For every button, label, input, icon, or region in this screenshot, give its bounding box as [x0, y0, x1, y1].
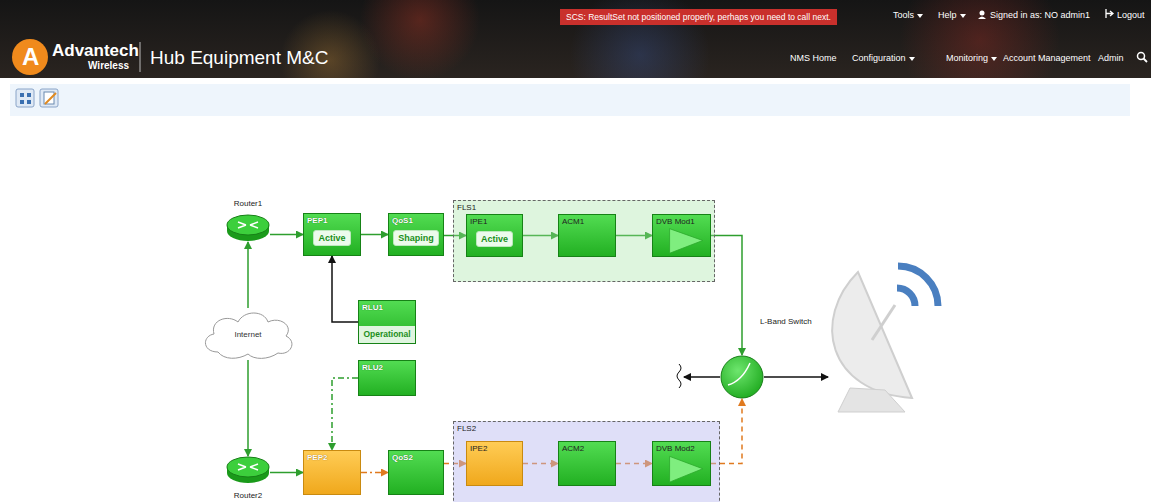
process-box: QoS2 — [388, 450, 444, 495]
modulator-box: DVB Mod1 — [652, 214, 711, 257]
nav-item: Admin — [1098, 53, 1124, 63]
menu-item: Help — [938, 10, 966, 20]
router-node: Router2 — [226, 456, 270, 484]
signal-arrow — [684, 376, 720, 378]
satellite-dish — [832, 266, 938, 412]
termination-symbol — [677, 364, 681, 388]
connector — [247, 242, 249, 308]
node-title: IPE2 — [467, 442, 522, 455]
toolbar-button — [40, 89, 58, 107]
node-title: DVB Mod2 — [653, 442, 710, 455]
node-label: Router1 — [234, 199, 262, 208]
toolbar-icon — [20, 93, 24, 97]
signal-arrow — [764, 376, 828, 378]
process-box: ACM1 — [558, 214, 616, 257]
node-title: RLU2 — [359, 361, 415, 374]
cloud-node: Internet — [198, 308, 298, 360]
user-status: Signed in as: NO admin1 — [990, 10, 1090, 20]
brand-name: Wireless — [88, 60, 129, 71]
node-title: ACM2 — [559, 442, 615, 455]
connector — [711, 236, 742, 356]
logo-circle — [12, 39, 48, 75]
node-title: DVB Mod1 — [653, 215, 710, 228]
toolbar-icon — [45, 93, 56, 104]
status-badge: Shaping — [393, 230, 439, 246]
router-symbol — [226, 456, 270, 484]
process-box: RLU2 — [358, 360, 416, 396]
process-box: ACM2 — [558, 441, 616, 486]
search-icon — [1138, 53, 1145, 60]
node-label: Internet — [198, 330, 298, 339]
nav-item: NMS Home — [790, 53, 837, 63]
nav-item: Monitoring — [946, 53, 997, 63]
toolbar — [10, 84, 1130, 116]
toolbar-button — [16, 89, 34, 107]
switch-symbol — [720, 355, 764, 399]
user-icon — [980, 11, 985, 16]
process-box: IPE1Active — [466, 214, 523, 257]
node-title: QoS1 — [389, 214, 443, 227]
nav-item: Configuration — [852, 53, 915, 63]
router-symbol — [226, 214, 270, 242]
connector — [270, 472, 303, 474]
user-icon — [978, 17, 986, 20]
router-node: Router1 — [226, 214, 270, 242]
toolbar-icon — [27, 100, 31, 104]
menu-item: Tools — [893, 10, 923, 20]
connector — [332, 378, 358, 450]
connector — [361, 234, 388, 236]
node-title: FLS1 — [454, 201, 714, 214]
toolbar-icon — [20, 100, 24, 104]
node-title: FLS2 — [454, 422, 719, 435]
app-title: Hub Equipment M&C — [150, 47, 328, 69]
node-title: PEP1 — [304, 214, 360, 227]
status-badge: Active — [313, 230, 350, 246]
connector — [247, 360, 249, 456]
logout-icon — [1106, 9, 1113, 18]
process-box: PEP2 — [303, 450, 361, 495]
separator — [140, 42, 141, 72]
node-label: L-Band Switch — [760, 317, 812, 326]
search-icon — [1144, 59, 1148, 63]
nav-item: Account Management — [1003, 53, 1091, 63]
group-band: FLS2IPE2 ACM2 DVB Mod2 — [453, 421, 720, 502]
node-label: Router2 — [234, 491, 262, 500]
process-box: RLU1Operational — [358, 300, 416, 344]
node-title: ACM1 — [559, 215, 615, 228]
modulator-box: DVB Mod2 — [652, 441, 711, 486]
status-badge: Active — [476, 231, 513, 247]
toolbar-icon — [27, 93, 31, 97]
status-text: Operational — [359, 326, 415, 343]
node-title: RLU1 — [359, 301, 415, 314]
connector — [332, 256, 358, 322]
process-box: PEP1Active — [303, 213, 361, 256]
node-title: PEP2 — [304, 451, 360, 464]
logo-letter: A — [22, 43, 39, 71]
brand-name: Advantech — [52, 41, 139, 61]
process-box: IPE2 — [466, 441, 523, 486]
group-band: FLS1IPE1Active ACM1 DVB Mod1 — [453, 200, 715, 282]
logout-link: Logout — [1117, 10, 1145, 20]
connector — [270, 234, 303, 236]
node-title: IPE1 — [467, 215, 522, 228]
node-title: QoS2 — [389, 451, 443, 464]
error-badge: SCS: ResultSet not positioned properly, … — [560, 9, 837, 25]
switch-node: L-Band Switch — [720, 355, 764, 399]
process-box: QoS1Shaping — [388, 213, 444, 256]
connector — [361, 472, 388, 474]
